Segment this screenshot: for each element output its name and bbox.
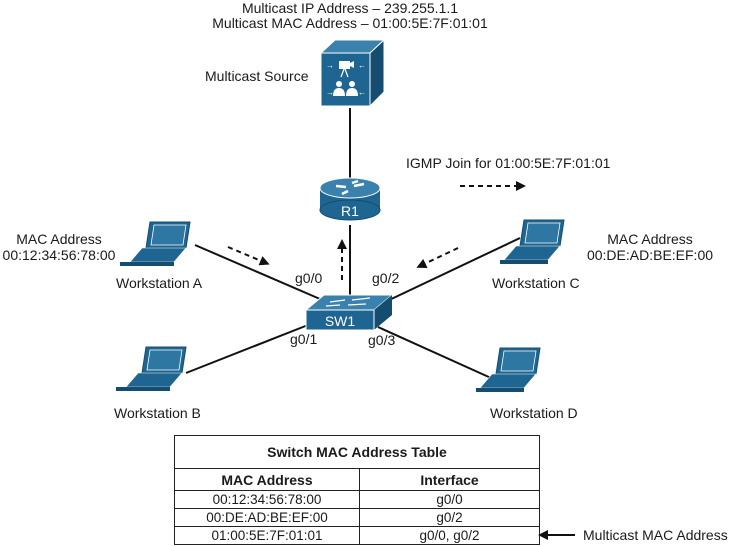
workstation-a-mac-label: MAC Address: [16, 231, 102, 247]
port-g0-3: g0/3: [368, 332, 396, 348]
workstation-c-icon: [500, 219, 565, 264]
multicast-source-icon: → ← → ←: [319, 38, 386, 108]
multicast-ip-label: Multicast IP Address – 239.255.1.1: [241, 0, 459, 16]
table-row: 01:00:5E:7F:01:01 g0/0, g0/2: [174, 526, 540, 545]
link-wsC-sw1: [384, 237, 521, 303]
workstation-a-mac: 00:12:34:56:78:00: [2, 247, 116, 263]
workstation-b-label: Workstation B: [114, 405, 201, 421]
workstation-d-icon: [476, 347, 541, 392]
interface-cell: g0/0: [359, 490, 540, 509]
interface-cell: g0/2: [359, 508, 540, 527]
table-title: Switch MAC Address Table: [174, 435, 540, 469]
workstation-b-icon: [116, 346, 187, 391]
igmp-arrow-wsC: [416, 247, 459, 268]
port-g0-1: g0/1: [290, 331, 318, 347]
router-r1-icon: [319, 177, 381, 221]
multicast-source-label: Multicast Source: [205, 68, 309, 84]
workstation-c-mac-label: MAC Address: [607, 231, 693, 247]
svg-text:→: →: [326, 61, 334, 70]
mac-cell: 00:12:34:56:78:00: [174, 490, 360, 509]
link-wsD-sw1: [377, 326, 492, 379]
workstation-d-label: Workstation D: [490, 405, 578, 421]
svg-text:→: →: [326, 88, 334, 97]
port-g0-2: g0/2: [372, 270, 400, 286]
workstation-c-label: Workstation C: [492, 275, 580, 291]
column-header-mac: MAC Address: [174, 468, 360, 491]
switch-label: SW1: [324, 313, 356, 329]
mac-cell: 00:DE:AD:BE:EF:00: [174, 508, 360, 527]
switch-mac-table: Switch MAC Address Table MAC Address Int…: [174, 435, 540, 545]
link-wsA-sw1: [194, 244, 321, 300]
mac-cell: 01:00:5E:7F:01:01: [174, 526, 360, 545]
switch-sw1-icon: [304, 294, 394, 331]
port-g0-0: g0/0: [295, 270, 323, 286]
link-wsB-sw1: [185, 324, 309, 374]
table-row: 00:12:34:56:78:00 g0/0: [174, 490, 540, 509]
router-label: R1: [341, 203, 359, 219]
multicast-mac-label: Multicast MAC Address – 01:00:5E:7F:01:0…: [212, 15, 488, 31]
workstation-c-mac: 00:DE:AD:BE:EF:00: [586, 247, 714, 263]
svg-text:←: ←: [358, 61, 366, 70]
workstation-a-icon: [120, 221, 191, 266]
table-row: 00:DE:AD:BE:EF:00 g0/2: [174, 508, 540, 527]
svg-text:←: ←: [358, 88, 366, 97]
column-header-interface: Interface: [359, 468, 540, 491]
workstation-a-label: Workstation A: [116, 275, 203, 291]
igmp-arrow-wsA: [227, 246, 270, 266]
multicast-mac-annotation: Multicast MAC Address: [583, 527, 728, 543]
igmp-join-label: IGMP Join for 01:00:5E:7F:01:01: [406, 155, 611, 171]
interface-cell: g0/0, g0/2: [359, 526, 540, 545]
